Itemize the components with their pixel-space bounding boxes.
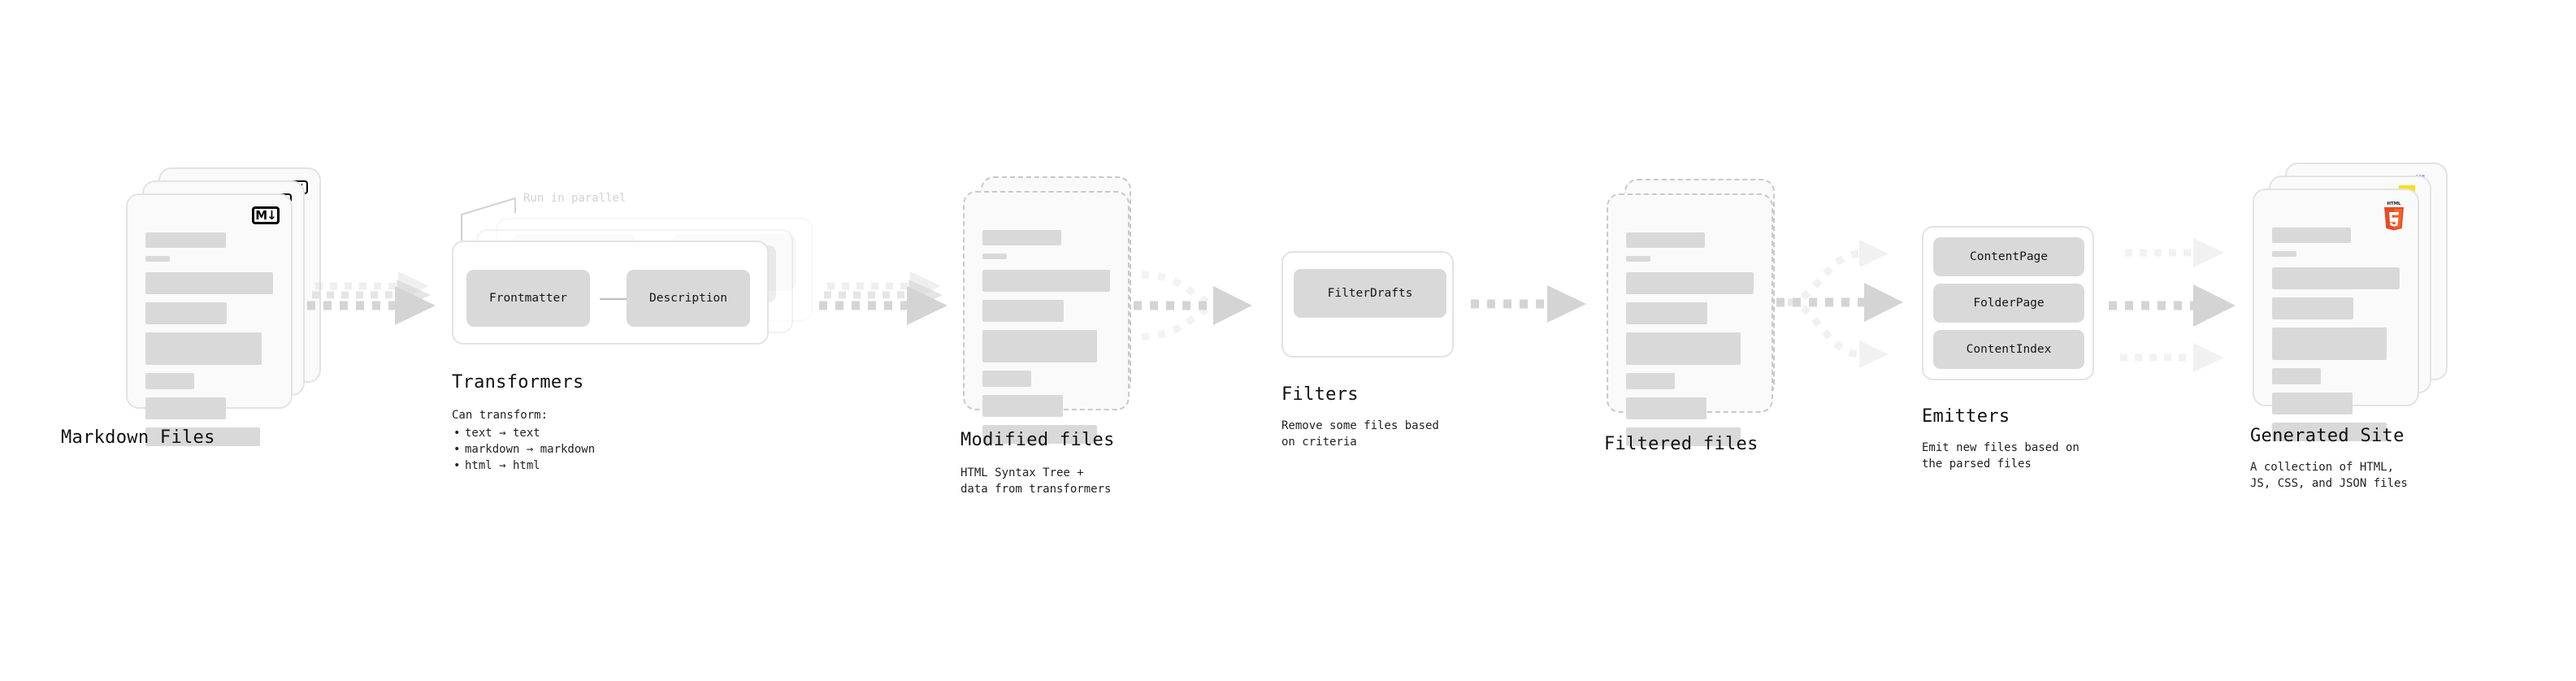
- node-modified-files: Modified files HTML Syntax Tree + data f…: [961, 176, 1150, 496]
- transformers-desc-items: text → text markdown → markdown html → h…: [452, 426, 696, 475]
- node-desc-modified-files: HTML Syntax Tree + data from transformer…: [961, 466, 1112, 496]
- doc-content-lines: [982, 230, 1110, 452]
- doc-content-lines: [2272, 228, 2400, 449]
- node-title-transformers: Transformers: [452, 372, 584, 393]
- doc-card-front: M↓: [126, 193, 293, 446]
- node-title-emitters: Emitters: [1922, 406, 2010, 427]
- html5-icon: HTML: [2382, 200, 2406, 231]
- doc-card-front: [1607, 193, 1773, 446]
- transformers-desc-item-0: text → text: [453, 426, 696, 442]
- node-title-modified-files: Modified files: [961, 430, 1115, 450]
- node-desc-filters: Remove some files based on criteria: [1281, 419, 1439, 449]
- markdown-icon: M↓: [252, 206, 280, 224]
- connector-filtered-to-emitters: [1776, 236, 1923, 374]
- dotted-arrow-icon: [1471, 285, 1586, 323]
- split-dotted-arrow-icon: [1776, 240, 1903, 368]
- node-desc-transformers: Can transform: text → text markdown → ma…: [452, 408, 696, 475]
- markdown-badge-label: M↓: [252, 206, 280, 224]
- filtered-files-stack: [1607, 179, 1793, 446]
- node-title-generated-site: Generated Site: [2250, 426, 2405, 446]
- doc-card-front: [963, 191, 1130, 444]
- html5-logo-svg: HTML: [2384, 202, 2404, 231]
- markdown-files-stack: M↓ M↓ M↓: [126, 167, 321, 446]
- stacked-dotted-arrow-icon: [819, 271, 948, 325]
- node-title-filters: Filters: [1281, 384, 1359, 405]
- connector-emitters-to-site: [2109, 232, 2263, 379]
- modified-files-stack: [963, 176, 1150, 444]
- node-desc-emitters: Emit new files based on the parsed files: [1922, 441, 2079, 471]
- connector-filters-to-filtered: [1469, 283, 1599, 340]
- doc-content-lines: [145, 232, 273, 454]
- chip-frontmatter[interactable]: Frontmatter: [466, 270, 590, 327]
- chip-filterdrafts[interactable]: FilterDrafts: [1294, 269, 1446, 318]
- chip-description[interactable]: Description: [627, 270, 750, 327]
- chip-contentpage[interactable]: ContentPage: [1933, 237, 2084, 276]
- merge-dotted-arrow-icon: [1134, 271, 1252, 340]
- doc-content-lines: [1626, 232, 1754, 454]
- transformers-desc-lead: Can transform:: [452, 409, 549, 422]
- node-markdown-files: M↓ M↓ M↓: [61, 167, 321, 448]
- chip-folderpage[interactable]: FolderPage: [1933, 284, 2084, 323]
- parallel-dotted-arrows-icon: [2109, 238, 2236, 372]
- node-title-filtered-files: Filtered files: [1604, 434, 1759, 454]
- run-in-parallel-label: Run in parallel: [523, 192, 627, 205]
- stacked-dotted-arrow-icon: [307, 271, 436, 325]
- node-title-markdown-files: Markdown Files: [61, 427, 215, 448]
- node-filtered-files: Filtered files: [1604, 179, 1793, 454]
- node-generated-site: CSS HTML: [2250, 163, 2448, 490]
- doc-card-front: HTML: [2253, 189, 2419, 441]
- connector-markdown-to-transformers: [307, 268, 453, 349]
- run-in-parallel-bracket-icon: [461, 197, 516, 241]
- connector-transformers-to-modified: [819, 268, 965, 349]
- connector-modified-to-filters: [1132, 258, 1270, 364]
- svg-text:HTML: HTML: [2387, 202, 2402, 206]
- transformers-desc-item-1: markdown → markdown: [453, 442, 696, 458]
- transformers-desc-item-2: html → html: [453, 458, 696, 475]
- node-desc-generated-site: A collection of HTML, JS, CSS, and JSON …: [2250, 461, 2408, 490]
- generated-site-stack: CSS HTML: [2253, 163, 2448, 441]
- chip-contentindex[interactable]: ContentIndex: [1933, 330, 2084, 369]
